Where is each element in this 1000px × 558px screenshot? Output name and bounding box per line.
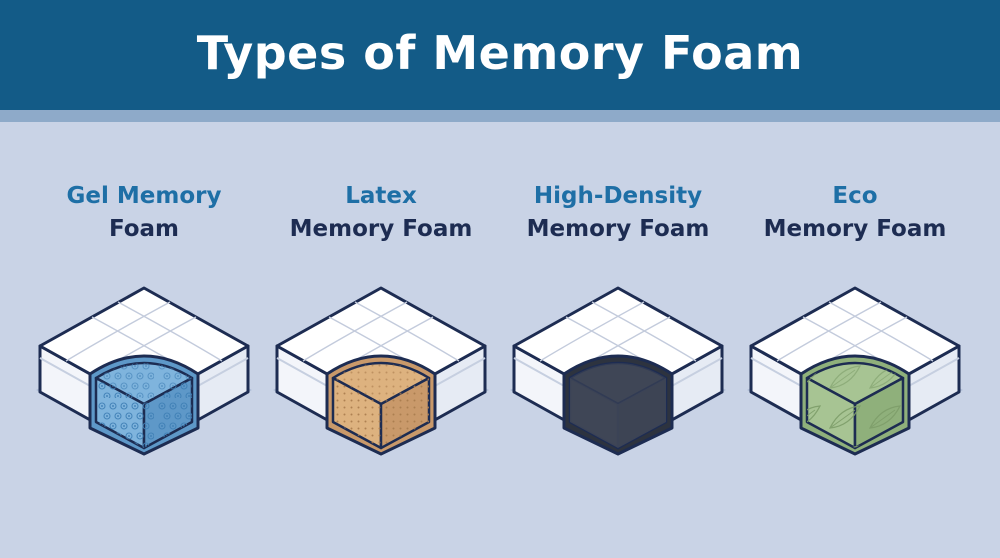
- foam-type-label-line1: High-Density: [533, 183, 703, 209]
- foam-type-label-line2: Foam: [108, 216, 180, 242]
- latex-foam-mattress-icon: [271, 278, 491, 463]
- foam-type-label-line2: Memory Foam: [526, 216, 710, 242]
- foam-type-label-high-density: High-Density Memory Foam: [498, 180, 738, 246]
- foam-type-labels: Gel Memory Foam Latex Memory Foam High-D…: [0, 180, 1000, 260]
- foam-type-label-line1: Gel Memory: [66, 183, 222, 209]
- foam-type-label-eco: Eco Memory Foam: [735, 180, 975, 246]
- foam-type-label-latex: Latex Memory Foam: [261, 180, 501, 246]
- page-title: Types of Memory Foam: [196, 26, 804, 80]
- eco-foam-mattress-icon: [745, 278, 965, 463]
- foam-type-label-gel: Gel Memory Foam: [24, 180, 264, 246]
- foam-type-label-line2: Memory Foam: [763, 216, 947, 242]
- foam-type-label-line1: Eco: [832, 183, 878, 209]
- foam-type-label-line2: Memory Foam: [289, 216, 473, 242]
- high-density-foam-mattress-icon: [508, 278, 728, 463]
- foam-type-label-line1: Latex: [345, 183, 417, 209]
- title-banner: Types of Memory Foam: [0, 0, 1000, 122]
- gel-foam-mattress-icon: [34, 278, 254, 463]
